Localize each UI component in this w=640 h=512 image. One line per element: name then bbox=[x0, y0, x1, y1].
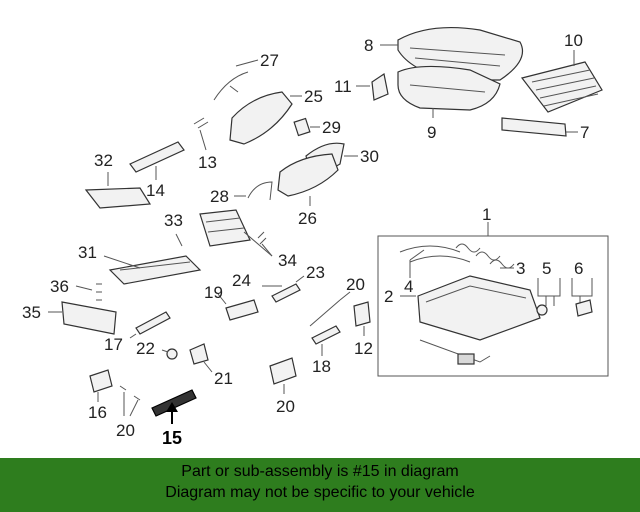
callout-16: 16 bbox=[88, 403, 107, 422]
callout-20b: 20 bbox=[116, 421, 135, 440]
part-23 bbox=[166, 348, 178, 360]
info-banner: Part or sub-assembly is #15 in diagram D… bbox=[0, 458, 640, 512]
part-21 bbox=[269, 357, 297, 385]
part-37 bbox=[96, 283, 102, 301]
part-16 bbox=[89, 369, 113, 393]
part-26 bbox=[229, 91, 293, 145]
callout-2: 2 bbox=[384, 287, 393, 306]
callout-21: 20 bbox=[276, 397, 295, 416]
callout-18: 18 bbox=[312, 357, 331, 376]
part-18 bbox=[311, 325, 341, 345]
banner-line-1: Part or sub-assembly is #15 in diagram bbox=[181, 463, 459, 480]
callout-33: 32 bbox=[94, 151, 113, 170]
callout-13: 13 bbox=[198, 153, 217, 172]
callout-32: 31 bbox=[78, 243, 97, 262]
callout-26: 25 bbox=[304, 87, 323, 106]
callout-29: 28 bbox=[210, 187, 229, 206]
callout-34: 33 bbox=[164, 211, 183, 230]
part-5 bbox=[536, 304, 548, 316]
part-19 bbox=[225, 299, 259, 321]
callout-20a: 20 bbox=[346, 275, 365, 294]
part-2-seat-frame bbox=[417, 275, 541, 365]
part-14 bbox=[129, 141, 185, 173]
part-36 bbox=[61, 301, 117, 335]
callout-12: 12 bbox=[354, 339, 373, 358]
part-5-bracket bbox=[537, 278, 561, 306]
part-17 bbox=[135, 311, 171, 335]
callout-1: 1 bbox=[482, 205, 491, 224]
callout-6: 6 bbox=[574, 259, 583, 278]
callout-10: 10 bbox=[564, 31, 583, 50]
callout-5: 5 bbox=[542, 259, 551, 278]
callout-22: 21 bbox=[214, 369, 233, 388]
callout-8: 8 bbox=[364, 36, 373, 55]
callout-25: 24 bbox=[232, 271, 251, 290]
callout-30: 29 bbox=[322, 118, 341, 137]
part-27 bbox=[277, 153, 339, 197]
banner-line-2: Diagram may not be specific to your vehi… bbox=[165, 484, 475, 501]
part-29 bbox=[247, 181, 273, 201]
part-34 bbox=[199, 209, 251, 247]
part-6 bbox=[575, 299, 593, 317]
part-35 bbox=[257, 231, 267, 245]
callout-31: 30 bbox=[360, 147, 379, 166]
part-10-mat bbox=[520, 61, 603, 113]
callout-37: 36 bbox=[50, 277, 69, 296]
part-9-frame bbox=[397, 65, 501, 111]
part-20a bbox=[309, 299, 341, 327]
part-20b bbox=[119, 385, 141, 401]
callout-14: 14 bbox=[146, 181, 165, 200]
part-4-wire bbox=[399, 245, 471, 263]
callout-17: 17 bbox=[104, 335, 123, 354]
arrow-15-icon bbox=[166, 402, 178, 412]
part-3-springs bbox=[455, 243, 515, 269]
callout-7: 7 bbox=[580, 123, 589, 142]
part-7-rail bbox=[501, 117, 567, 137]
callout-15: 15 bbox=[162, 428, 182, 448]
callout-9: 9 bbox=[427, 123, 436, 142]
callout-3: 3 bbox=[516, 259, 525, 278]
callout-28: 27 bbox=[260, 51, 279, 70]
part-15-highlighted bbox=[151, 389, 197, 417]
sub-assembly-box bbox=[377, 235, 609, 377]
callout-19: 19 bbox=[204, 283, 223, 302]
part-12 bbox=[353, 301, 371, 327]
part-24 bbox=[271, 283, 301, 303]
part-22 bbox=[189, 343, 209, 365]
part-30 bbox=[293, 117, 311, 137]
callout-23: 22 bbox=[136, 339, 155, 358]
part-33 bbox=[84, 187, 152, 209]
callout-35: 34 bbox=[278, 251, 297, 270]
part-11 bbox=[371, 73, 389, 101]
parts-diagram: 8 9 10 11 7 27 25 29 13 14 32 30 bbox=[22, 26, 609, 448]
callout-27: 26 bbox=[298, 209, 317, 228]
part-13 bbox=[193, 117, 209, 129]
callout-36: 35 bbox=[22, 303, 41, 322]
callout-11: 11 bbox=[334, 77, 352, 96]
part-28 bbox=[213, 71, 249, 101]
callout-24: 23 bbox=[306, 263, 325, 282]
callout-4: 4 bbox=[404, 277, 413, 296]
